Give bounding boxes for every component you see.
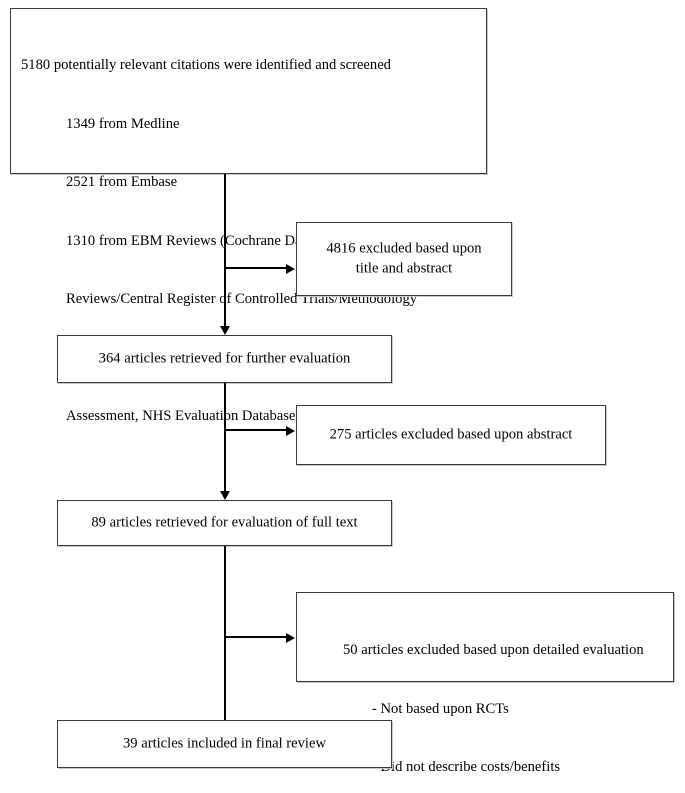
node-excluded-title-abstract-text: 4816 excluded based upon title and abstr… (326, 240, 482, 277)
node-excluded-title-abstract: 4816 excluded based upon title and abstr… (296, 222, 512, 296)
node-retrieved-further-evaluation-text: 364 articles retrieved for further evalu… (98, 350, 351, 367)
connector-to-excluded-detailed (226, 636, 288, 638)
connector-to-excluded-title-abstract (226, 267, 288, 269)
node-included-final-review: 39 articles included in final review (57, 720, 392, 768)
arrowhead-into-retrieved-fulltext (220, 491, 230, 500)
excluded-reason-not-rct: - Not based upon RCTs (372, 700, 509, 717)
citations-identified-lead: 5180 potentially relevant citations were… (21, 57, 391, 73)
node-citations-identified: 5180 potentially relevant citations were… (10, 8, 487, 424)
arrowhead-into-retrieved-further (220, 326, 230, 335)
arrowhead-into-excluded-abstract (286, 426, 295, 436)
connector-fulltext-to-final (224, 546, 226, 736)
node-excluded-abstract-text: 275 articles excluded based upon abstrac… (329, 426, 573, 443)
connector-retrieved-to-fulltext (224, 383, 226, 493)
citations-source-ebm-line2: Reviews/Central Register of Controlled T… (66, 291, 418, 307)
citations-source-medline: 1349 from Medline (66, 115, 180, 132)
node-included-final-review-text: 39 articles included in final review (122, 735, 327, 752)
citations-source-ebm-line4: Assessment, NHS Evaluation Database) (66, 408, 301, 424)
node-citations-identified-text: 5180 potentially relevant citations were… (11, 17, 486, 466)
node-retrieved-further-evaluation: 364 articles retrieved for further evalu… (57, 335, 392, 383)
arrowhead-into-excluded-detailed (286, 633, 295, 643)
node-excluded-detailed-evaluation: 50 articles excluded based upon detailed… (296, 592, 674, 775)
excluded-detailed-lead: 50 articles excluded based upon detailed… (343, 642, 644, 658)
node-excluded-abstract: 275 articles excluded based upon abstrac… (296, 405, 606, 465)
connector-to-excluded-abstract (226, 429, 288, 431)
node-retrieved-full-text: 89 articles retrieved for evaluation of … (57, 500, 392, 546)
citations-source-embase: 2521 from Embase (66, 174, 178, 190)
node-excluded-detailed-evaluation-text: 50 articles excluded based upon detailed… (297, 602, 673, 793)
arrowhead-into-excluded-title-abstract (286, 264, 295, 274)
connector-identified-to-retrieved (224, 174, 226, 328)
node-retrieved-full-text-text: 89 articles retrieved for evaluation of … (91, 514, 358, 531)
